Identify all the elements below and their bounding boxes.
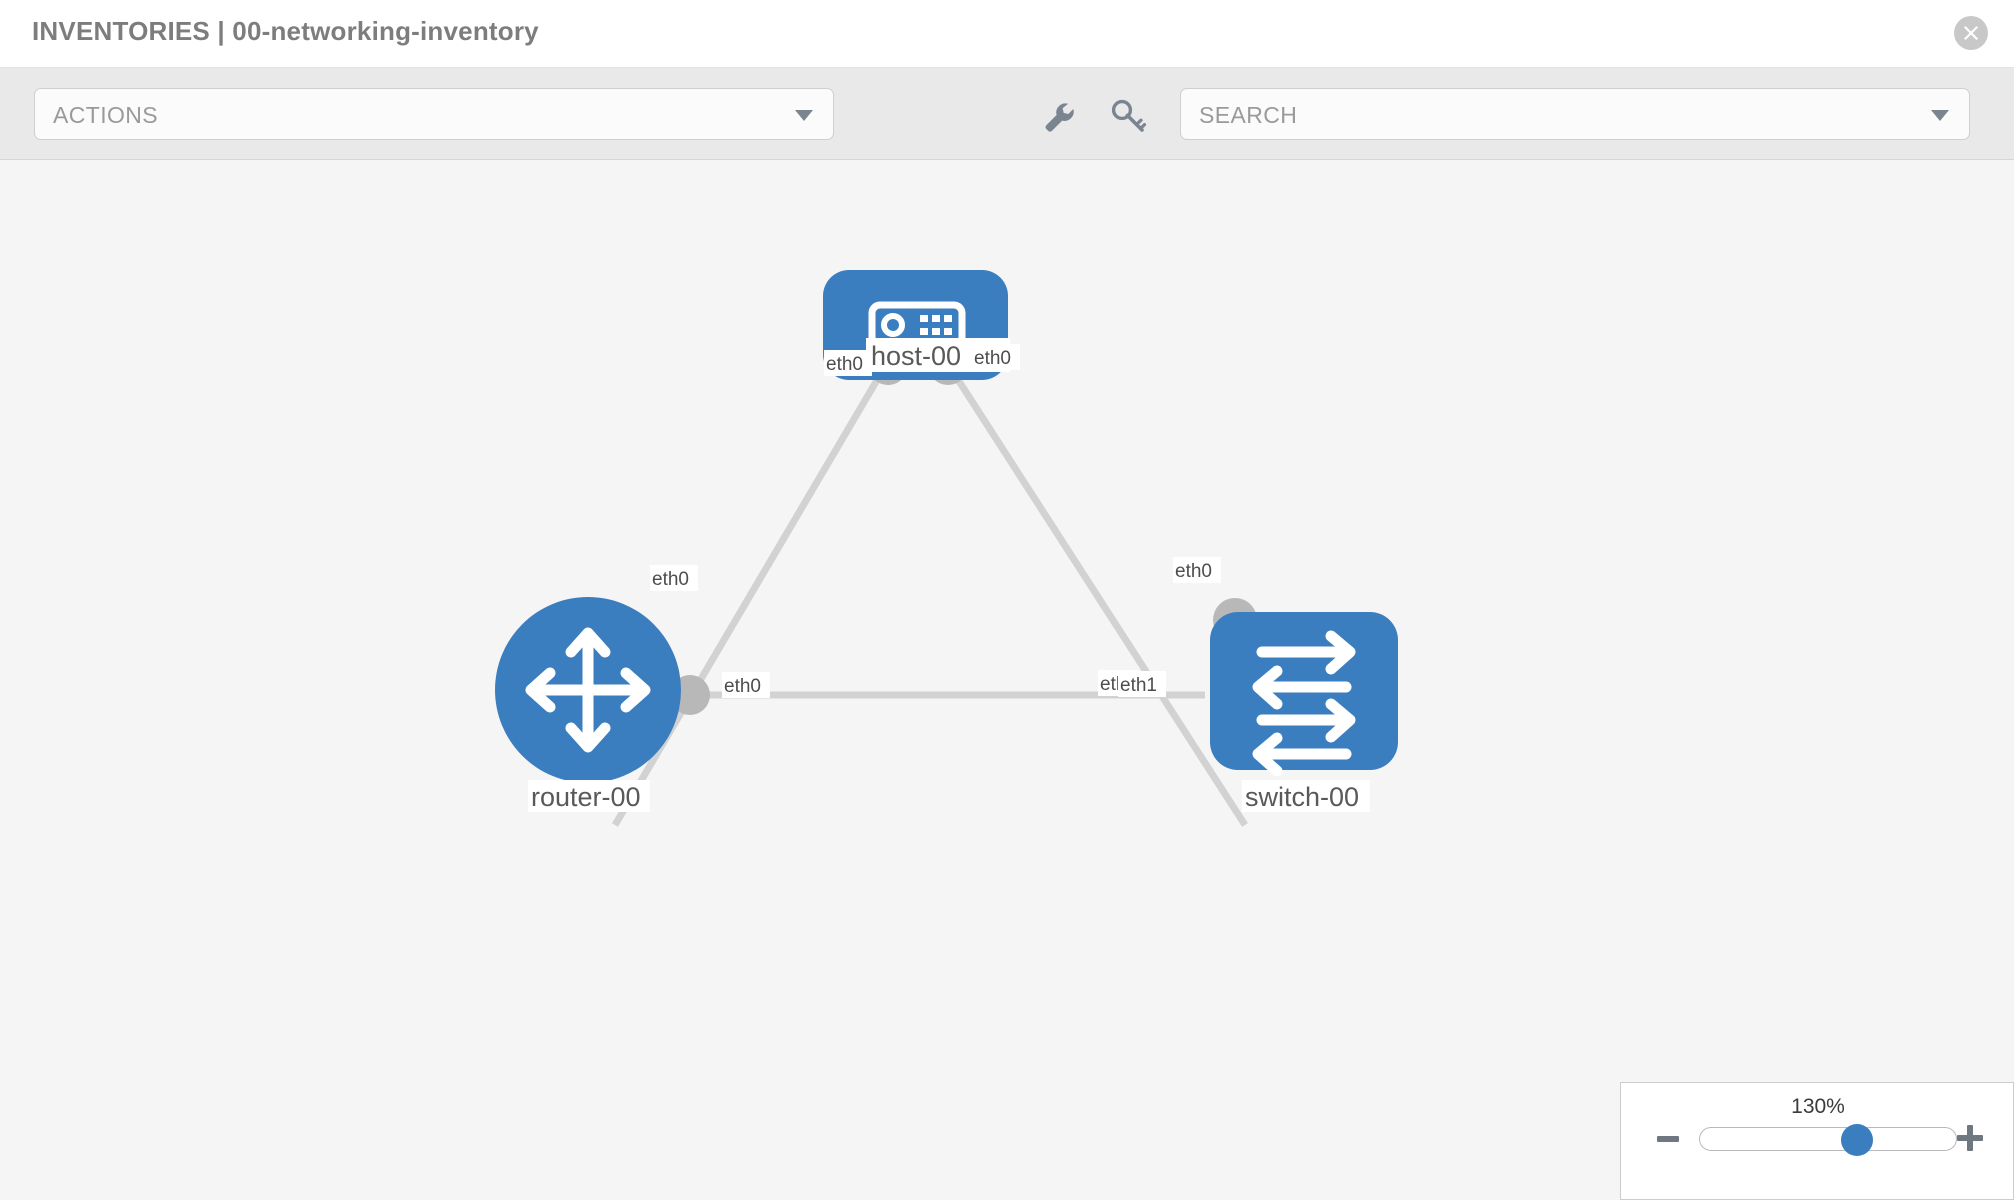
close-icon[interactable] xyxy=(1954,16,1988,50)
chevron-down-icon xyxy=(1931,110,1949,121)
link-host-router[interactable] xyxy=(611,373,884,827)
node-label-switch-00: switch-00 xyxy=(1245,782,1359,812)
key-icon[interactable] xyxy=(1108,96,1148,136)
search-input[interactable]: SEARCH xyxy=(1180,88,1970,140)
node-label-router-00: router-00 xyxy=(531,782,641,812)
interface-label-host-left: eth0 xyxy=(826,354,863,375)
toolbar: ACTIONS SEARCH xyxy=(0,68,2014,160)
zoom-out-icon[interactable] xyxy=(1657,1136,1679,1142)
interface-label-switch-eth1: eth1 xyxy=(1120,675,1157,696)
topology-links xyxy=(611,373,1248,827)
search-placeholder: SEARCH xyxy=(1199,102,1298,128)
topology-interface-labels: eth0 eth0 eth0 eth0 eth0 eth eth1 xyxy=(650,344,1221,698)
topology-canvas[interactable]: host-00 router-00 xyxy=(0,160,2014,1200)
interface-label-host-right: eth0 xyxy=(974,348,1011,369)
topology-connectors xyxy=(670,345,1257,715)
interface-label-switch-uplink: eth0 xyxy=(1175,561,1212,582)
page-title: INVENTORIES | 00-networking-inventory xyxy=(32,16,539,46)
chevron-down-icon xyxy=(795,110,813,121)
interface-label-router-eth0: eth0 xyxy=(724,676,761,697)
topology-node-switch-00[interactable]: switch-00 xyxy=(1210,612,1398,812)
zoom-control-panel: 130% xyxy=(1620,1082,2014,1200)
zoom-in-icon[interactable] xyxy=(1957,1125,1983,1151)
actions-dropdown[interactable]: ACTIONS xyxy=(34,88,834,140)
four-arrows-inward-icon xyxy=(525,627,651,753)
zoom-level-label: 130% xyxy=(1791,1095,1845,1118)
node-label-host-00: host-00 xyxy=(871,341,961,371)
bidirectional-arrows-icon xyxy=(1252,630,1356,777)
actions-dropdown-label: ACTIONS xyxy=(53,102,159,128)
node-label-bg xyxy=(1242,780,1370,812)
wrench-icon[interactable] xyxy=(1038,96,1078,136)
node-label-bg xyxy=(528,780,650,812)
zoom-slider[interactable] xyxy=(1699,1124,1957,1156)
topology-node-router-00[interactable]: router-00 xyxy=(495,597,681,812)
zoom-slider-thumb[interactable] xyxy=(1841,1124,1873,1156)
interface-label-router-uplink: eth0 xyxy=(652,569,689,590)
header-bar: INVENTORIES | 00-networking-inventory xyxy=(0,0,2014,68)
link-host-switch[interactable] xyxy=(952,373,1248,827)
